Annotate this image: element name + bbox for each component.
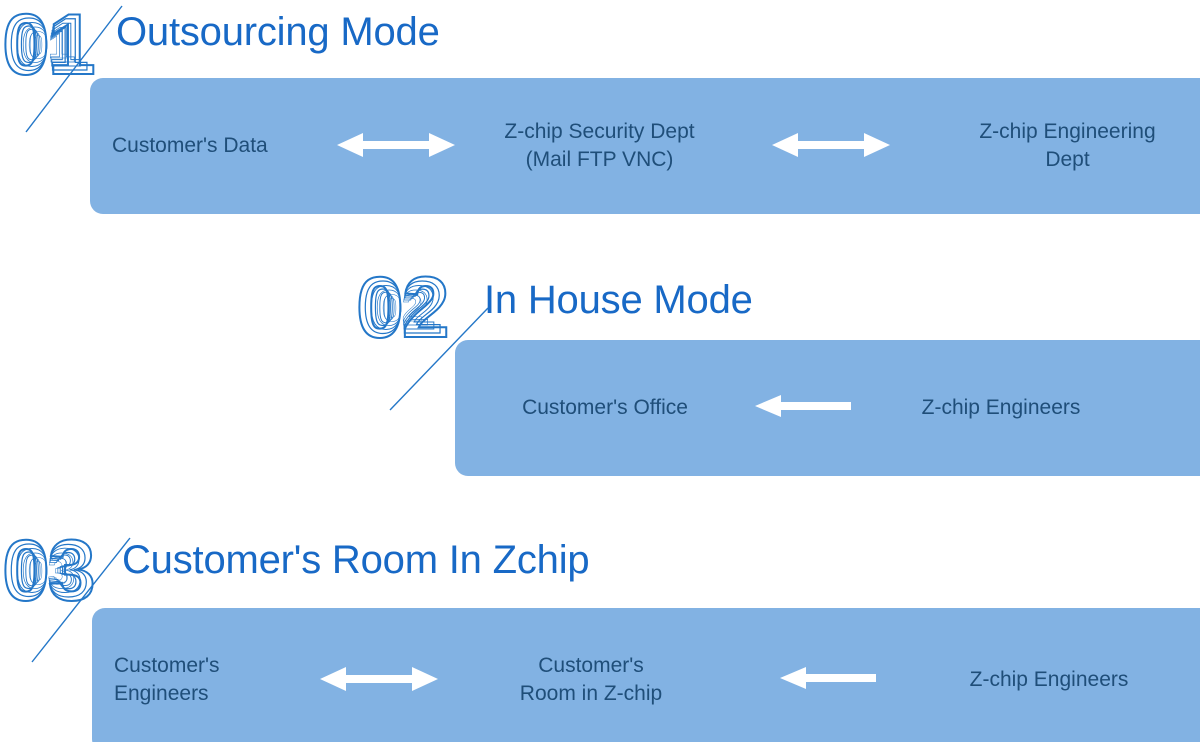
bidirectional-arrow-1b <box>772 131 890 161</box>
section-title-02: In House Mode <box>484 278 753 322</box>
node-customers-engineers: Customer's Engineers <box>114 654 220 705</box>
node-customers-data: Customer's Data <box>112 134 268 158</box>
section-title-03: Customer's Room In Zchip <box>122 538 590 582</box>
section-title-01: Outsourcing Mode <box>116 10 440 54</box>
numeral-02-ring-4: 02 <box>381 286 423 330</box>
node-zchip-engineering-dept: Z-chip Engineering Dept <box>979 120 1156 171</box>
band-in-house-mode: Customer's Office Z-chip Engineers <box>455 340 1200 476</box>
left-arrow-3b <box>780 665 876 695</box>
bidirectional-arrow-1a <box>337 131 455 161</box>
node-zchip-engineers-2: Z-chip Engineers <box>921 396 1081 420</box>
node-customers-office: Customer's Office <box>522 396 688 420</box>
band-customers-room-in-zchip: Customer's Engineers Customer's Room in … <box>92 608 1200 742</box>
numeral-03-ring-4: 03 <box>27 549 69 593</box>
section-numeral-03: 03 03 03 03 03 <box>1 527 97 615</box>
left-arrow-2a <box>755 393 851 423</box>
section-numeral-02: 02 02 02 02 02 <box>355 264 451 352</box>
section-numeral-01: 01 01 01 01 01 <box>1 1 97 89</box>
node-customers-room-in-zchip: Customer's Room in Z-chip <box>519 654 663 705</box>
band-outsourcing-mode: Customer's Data Z-chip Security Dept (Ma… <box>90 78 1200 214</box>
bidirectional-arrow-3a <box>320 665 438 695</box>
node-zchip-security-dept: Z-chip Security Dept (Mail FTP VNC) <box>504 120 695 171</box>
numeral-01-ring-4: 01 <box>27 23 69 67</box>
node-zchip-engineers-3: Z-chip Engineers <box>969 668 1129 692</box>
